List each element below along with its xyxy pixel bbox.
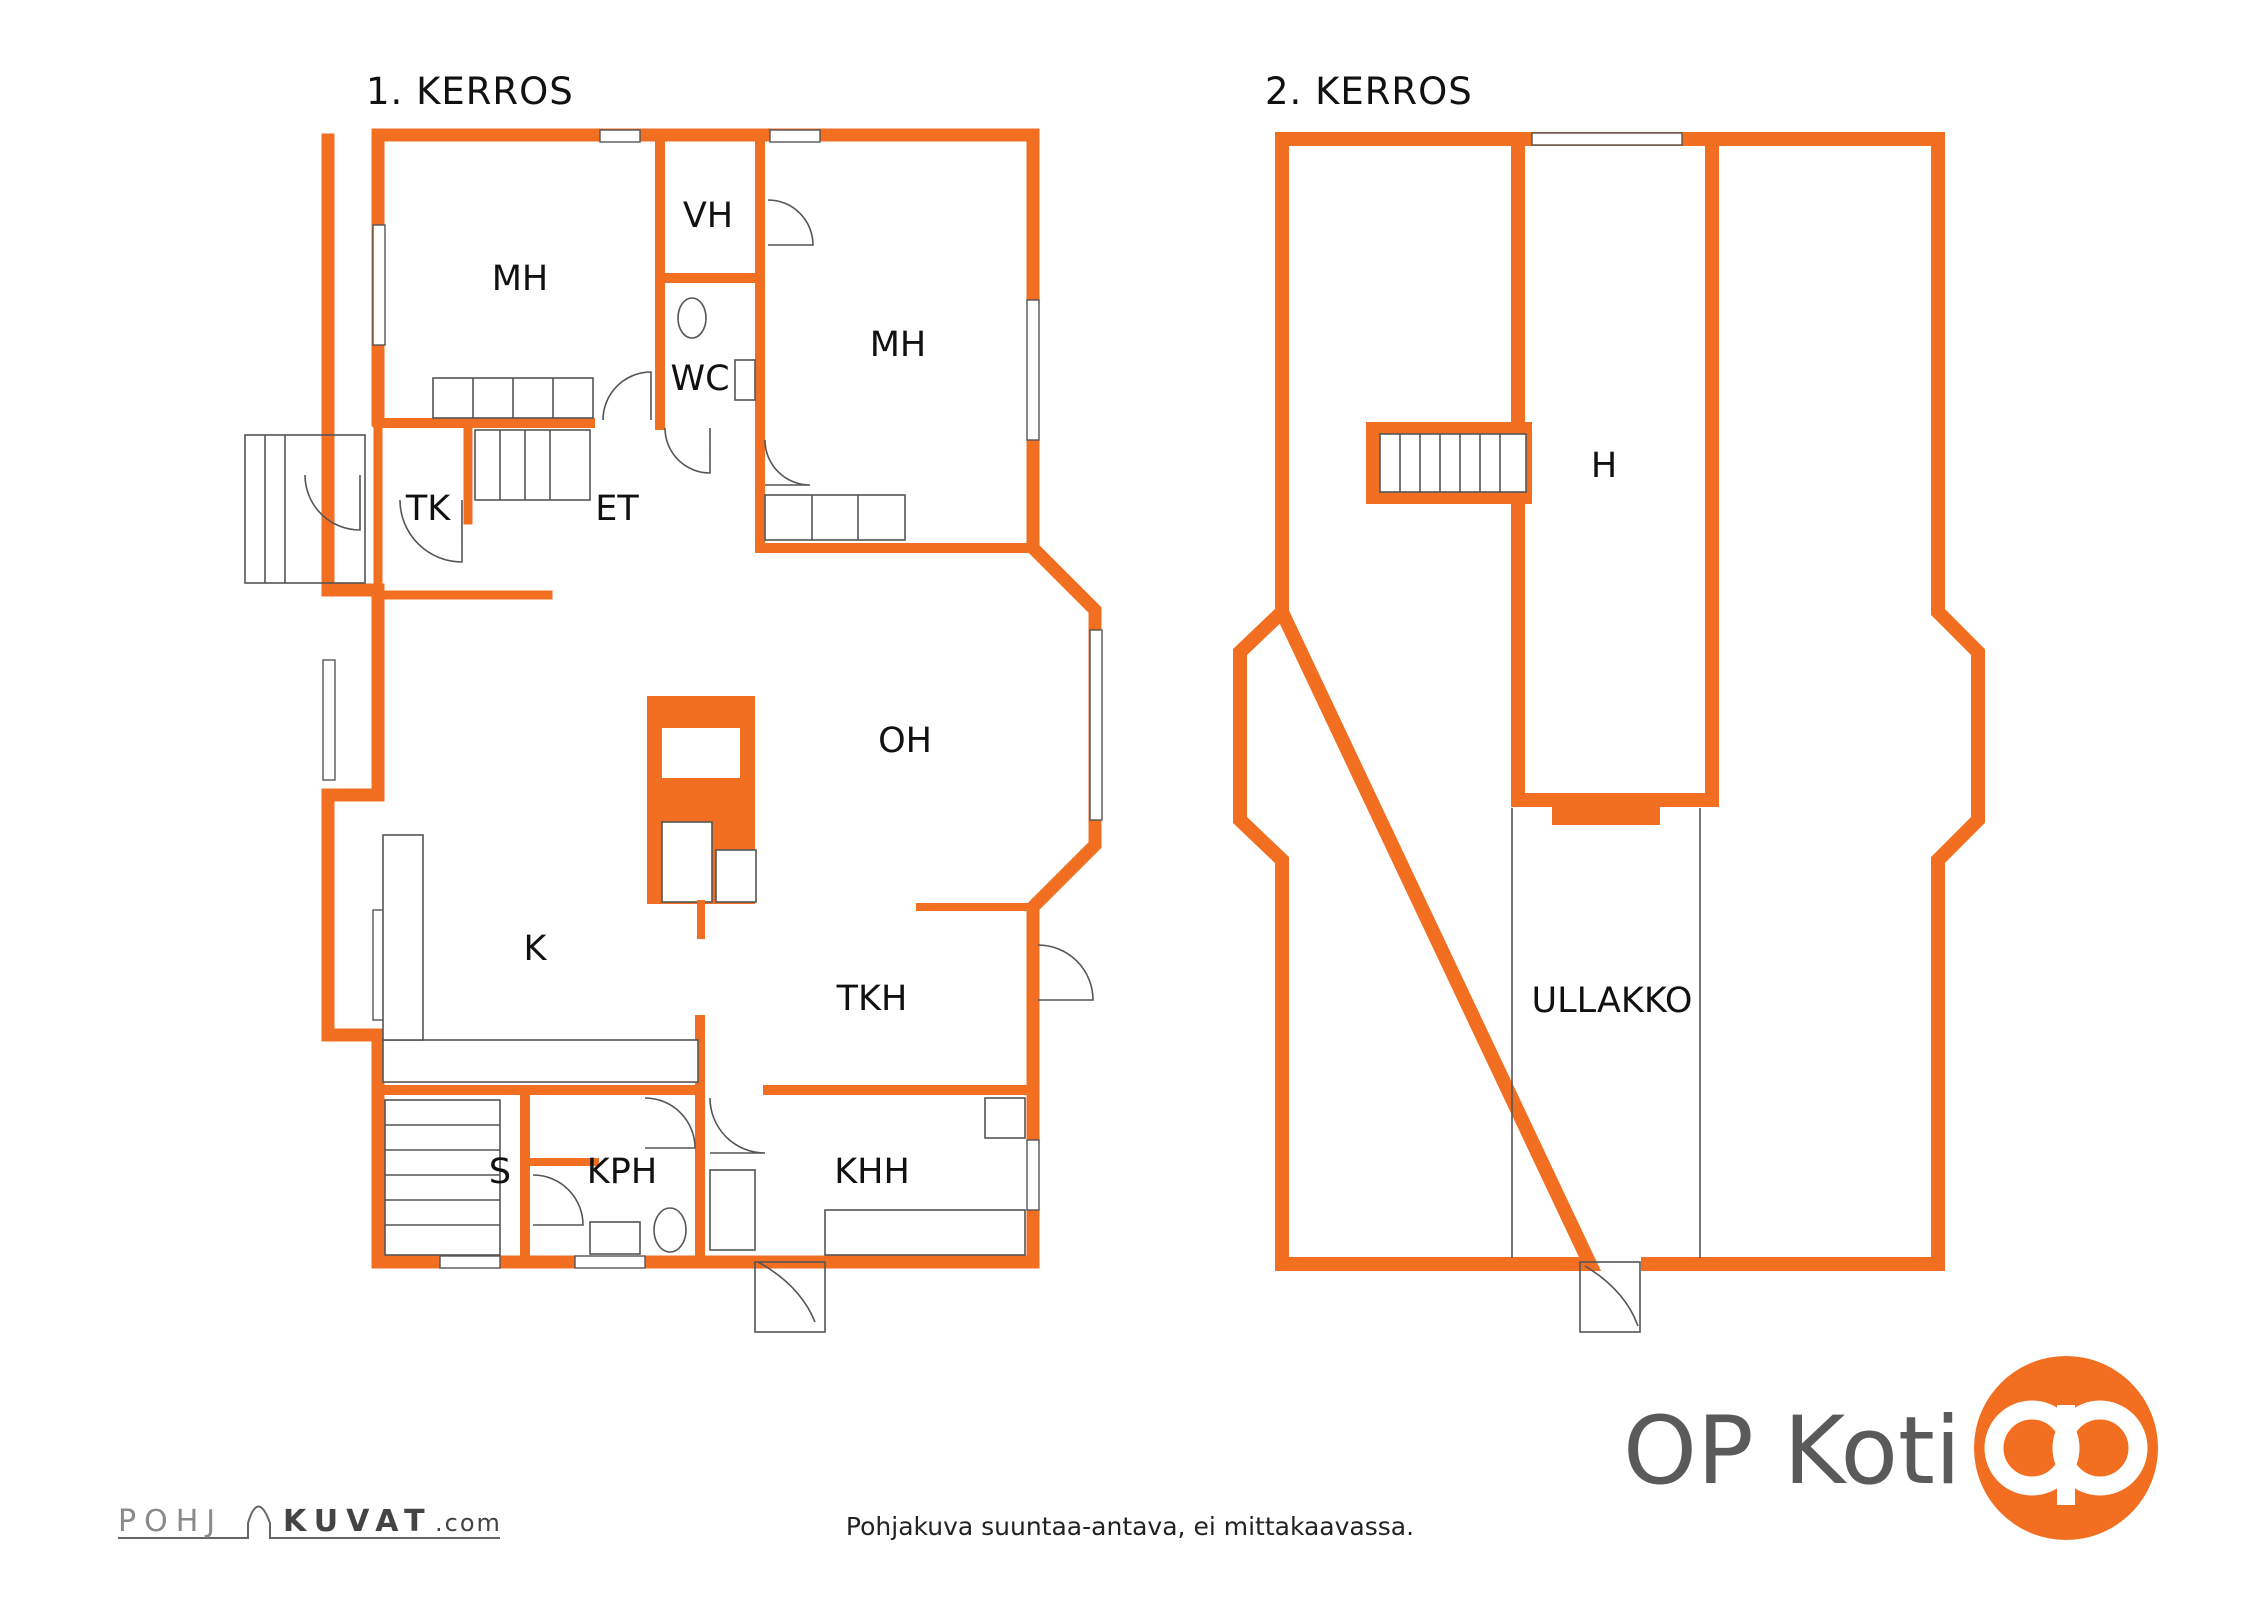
window (574, 1255, 646, 1269)
stairs (384, 1099, 501, 1256)
stairs (474, 429, 591, 501)
room-label-oh: OH (878, 721, 932, 761)
window (439, 1255, 501, 1269)
room-label-s: S (489, 1152, 511, 1192)
room-label-mh: MH (492, 259, 549, 299)
wardrobe (764, 494, 906, 541)
room-label-k: K (524, 929, 548, 969)
brand-name: OP Koti (1623, 1397, 1961, 1506)
op-logo (1974, 1356, 2158, 1540)
floor-2-plan: H ULLAKKO (1233, 132, 1985, 1333)
sink (589, 1221, 641, 1255)
pohjakuvat-logo: POHJ KUVAT .com (118, 1504, 502, 1539)
room-label-khh: KHH (834, 1152, 910, 1192)
room-label-kph: KPH (587, 1152, 657, 1192)
window (1089, 629, 1103, 821)
disclaimer: Pohjakuva suuntaa-antava, ei mittakaavas… (846, 1512, 1414, 1541)
room-label-vh: VH (683, 196, 733, 236)
toilet (677, 297, 707, 339)
toilet (653, 1207, 687, 1253)
window (599, 129, 641, 143)
entrance-steps (244, 434, 366, 584)
room-label-et: ET (595, 489, 639, 529)
shower (709, 1169, 756, 1251)
svg-text:KUVAT: KUVAT (283, 1504, 433, 1539)
svg-text:POHJ: POHJ (118, 1504, 223, 1539)
window (322, 659, 336, 781)
room-label-tkh: TKH (836, 979, 908, 1019)
floor-1-title: 1. KERROS (366, 70, 574, 113)
room-label-ullakko: ULLAKKO (1532, 981, 1693, 1021)
floor-1-plan: MH VH WC MH TK ET OH K TKH S KPH KHH (244, 128, 1103, 1333)
sink (734, 359, 756, 401)
floor-2-title: 2. KERROS (1265, 70, 1473, 113)
kitchen-counter (382, 834, 424, 1041)
window (1531, 132, 1683, 146)
window (769, 129, 821, 143)
room-label-tk: TK (405, 489, 451, 529)
kitchen-counter (382, 1039, 699, 1083)
window (1026, 299, 1040, 441)
svg-text:.com: .com (435, 1509, 502, 1537)
room-label-h: H (1591, 446, 1617, 486)
utility-counter (824, 1209, 1026, 1256)
room-label-wc: WC (670, 359, 729, 399)
window (372, 224, 386, 346)
room-label-mh: MH (870, 325, 927, 365)
window (1026, 1139, 1040, 1211)
